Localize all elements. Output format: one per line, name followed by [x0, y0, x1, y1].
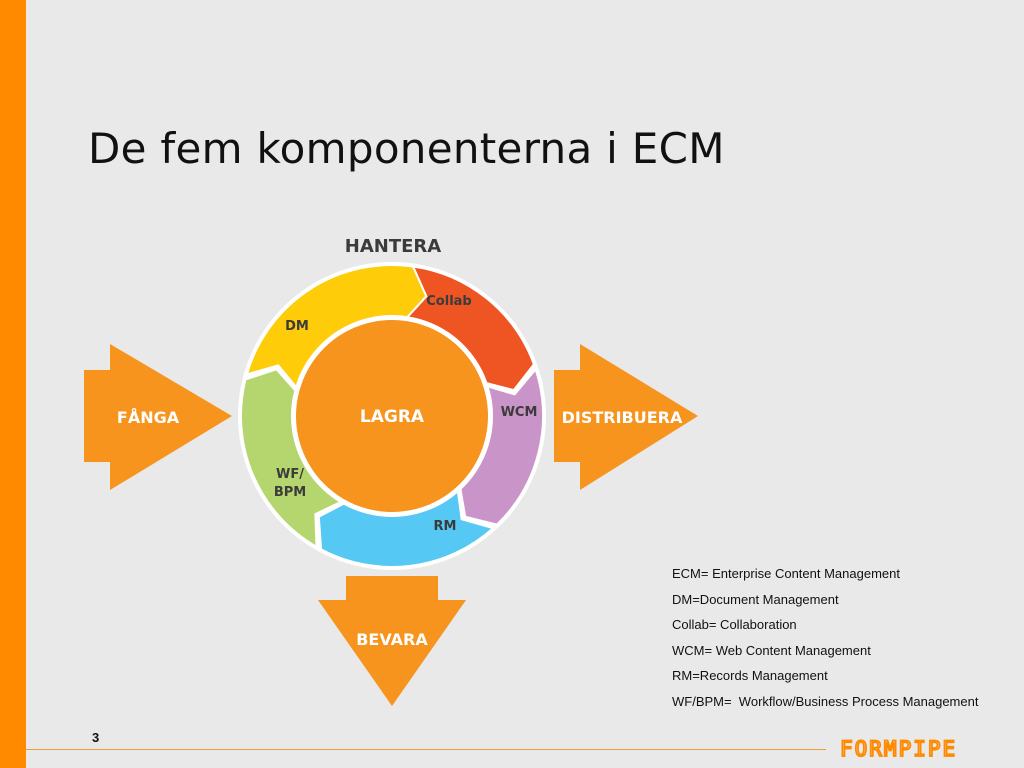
segment-label-collab: Collab	[426, 294, 471, 309]
segment-label-rm: RM	[434, 519, 457, 534]
legend-item-wfbpm: WF/BPM= Workflow/Business Process Manage…	[672, 693, 979, 709]
abbreviation-legend: ECM= Enterprise Content Management DM=Do…	[672, 566, 978, 719]
segment-label-wfbpm: WF/BPM	[274, 467, 306, 500]
left-accent-bar	[0, 0, 26, 768]
page-number: 3	[92, 730, 100, 745]
top-label: HANTERA	[345, 236, 441, 257]
legend-item-collab: Collab= Collaboration	[672, 617, 797, 632]
segment-label-dm: DM	[285, 319, 309, 334]
arrow-label-capture: FÅNGA	[117, 408, 180, 427]
slide-title: De fem komponenterna i ECM	[88, 124, 725, 173]
legend-item-ecm: ECM= Enterprise Content Management	[672, 566, 900, 581]
center-label: LAGRA	[360, 407, 425, 427]
arrow-capture	[84, 344, 232, 490]
segment-label-wcm: WCM	[501, 405, 538, 420]
arrow-label-preserve: BEVARA	[356, 630, 428, 649]
arrow-preserve	[318, 576, 466, 706]
svg-text:FORMPIPE: FORMPIPE	[840, 738, 957, 760]
center-circle	[296, 320, 488, 512]
formpipe-logo: FORMPIPE	[840, 738, 957, 760]
legend-item-dm: DM=Document Management	[672, 591, 839, 607]
legend-item-wcm: WCM= Web Content Management	[672, 642, 871, 658]
arrow-distribute	[554, 344, 698, 490]
footer-divider	[26, 749, 826, 750]
legend-item-rm: RM=Records Management	[672, 668, 828, 683]
arrow-label-distribute: DISTRIBUERA	[562, 408, 683, 427]
